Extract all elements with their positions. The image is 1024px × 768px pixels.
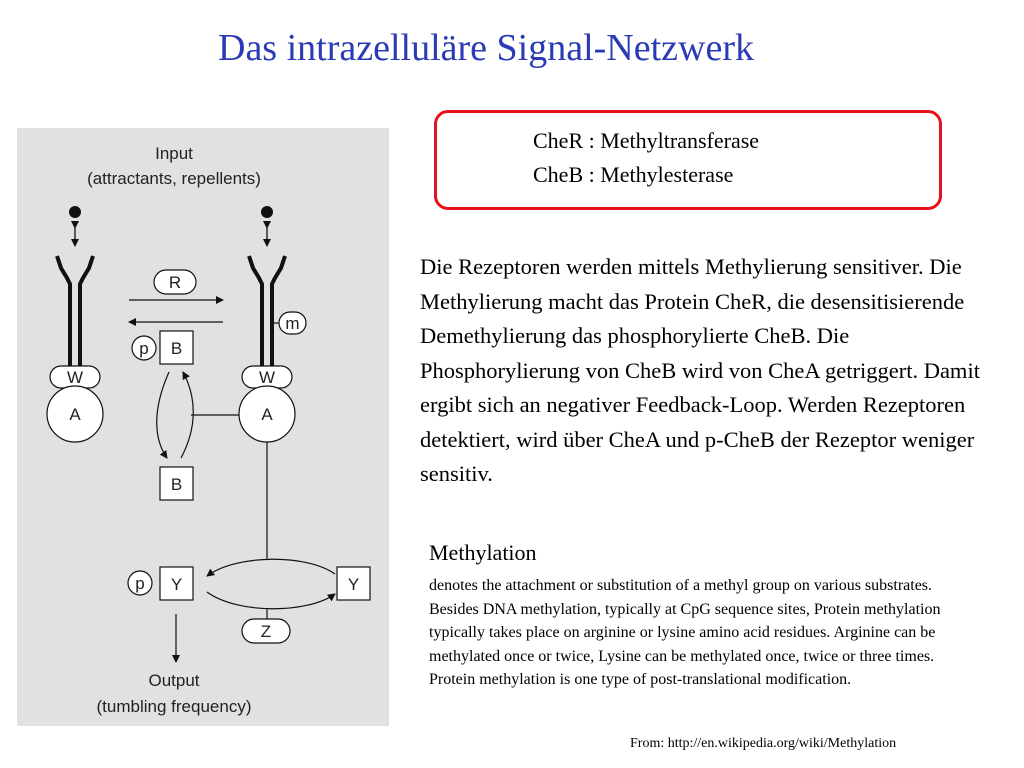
p-y-label: p (135, 574, 144, 593)
b-top-box (159, 330, 194, 365)
left-ligand-dot (69, 206, 81, 218)
output-label: Output (148, 671, 199, 690)
p-y-circle (127, 570, 153, 596)
right-a-label: A (261, 405, 273, 424)
signaling-diagram: Input (attractants, repellents) W A m W … (17, 128, 389, 726)
left-receptor-shape (55, 255, 95, 368)
z-oval (241, 618, 291, 644)
slide-title: Das intrazelluläre Signal-Netzwerk (218, 27, 754, 69)
output-sublabel: (tumbling frequency) (97, 697, 252, 716)
b-cycle-right (180, 371, 194, 459)
left-a-label: A (69, 405, 81, 424)
b-bottom-label: B (171, 475, 182, 494)
right-ligand-dot (261, 206, 273, 218)
z-label: Z (261, 622, 271, 641)
m-label: m (285, 314, 299, 333)
m-oval (278, 311, 307, 335)
r-label: R (169, 273, 181, 292)
b-bottom-box (159, 466, 194, 501)
cher-definition: CheR : Methyltransferase (533, 128, 760, 153)
y-cycle-top (206, 558, 336, 577)
definitions-box: CheR : Methyltransferase CheB : Methyles… (434, 110, 942, 210)
source-citation: From: http://en.wikipedia.org/wiki/Methy… (630, 736, 897, 751)
r-oval (153, 269, 197, 295)
y-left-box (159, 566, 194, 601)
y-right-box (336, 566, 371, 601)
right-w-label: W (259, 368, 275, 387)
input-sublabel: (attractants, repellents) (87, 169, 261, 188)
receptor-paragraph: Die Rezeptoren werden mittels Methylieru… (420, 254, 980, 486)
y-left-label: Y (171, 575, 182, 594)
cheb-definition: CheB : Methylesterase (533, 162, 734, 187)
input-label: Input (155, 144, 193, 163)
b-cycle-left (156, 371, 170, 459)
right-receptor: m W A (238, 206, 307, 443)
b-top-label: B (171, 339, 182, 358)
signaling-diagram-svg: Input (attractants, repellents) W A m W … (46, 144, 371, 716)
y-right-label: Y (348, 575, 359, 594)
p-b-circle (131, 335, 157, 361)
y-cycle-bottom (206, 591, 336, 610)
right-receptor-shape (247, 255, 287, 368)
left-receptor: W A (46, 206, 104, 443)
left-w-label: W (67, 368, 83, 387)
methylation-definition: denotes the attachment or substitution o… (429, 577, 941, 688)
methylation-heading: Methylation (429, 540, 537, 565)
left-a-circle (46, 385, 104, 443)
p-b-label: p (139, 339, 148, 358)
